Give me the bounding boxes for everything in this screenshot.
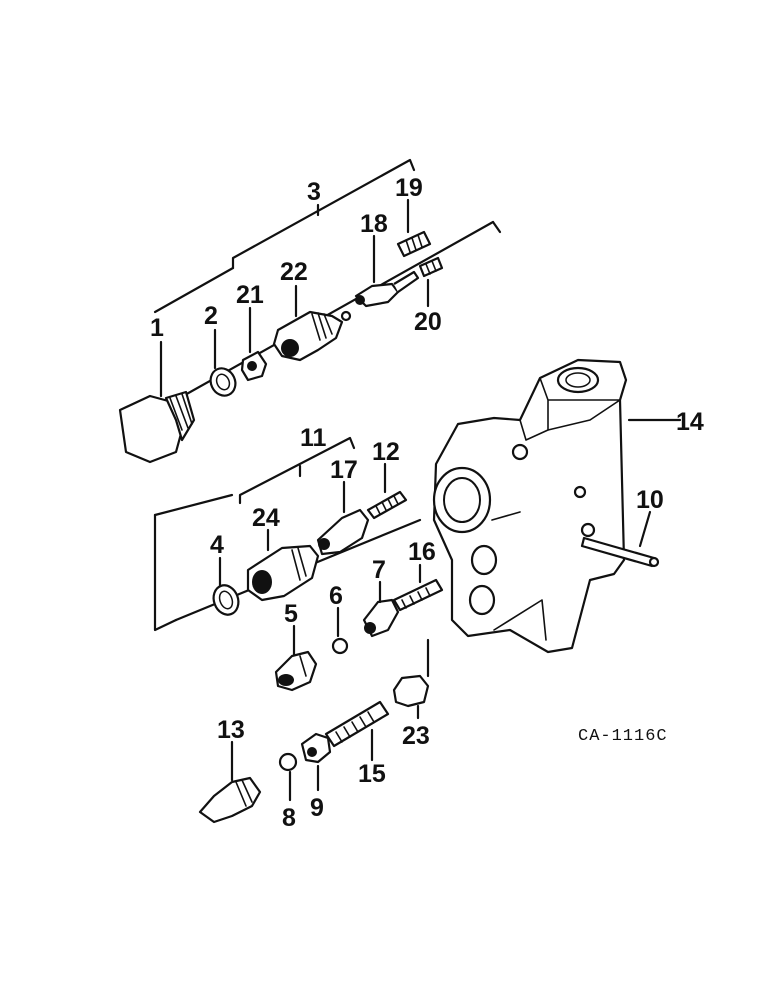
part-valve-body-14 xyxy=(432,358,628,654)
callout-19: 19 xyxy=(395,174,423,202)
part-fitting-13 xyxy=(198,776,262,824)
callout-23: 23 xyxy=(402,722,430,750)
callout-8: 8 xyxy=(282,804,296,832)
callout-12: 12 xyxy=(372,438,400,466)
part-plug-1 xyxy=(118,390,196,464)
callout-24: 24 xyxy=(252,504,280,532)
callout-13: 13 xyxy=(217,716,245,744)
callout-21: 21 xyxy=(236,281,264,309)
callout-15: 15 xyxy=(358,760,386,788)
callout-14: 14 xyxy=(676,408,704,436)
part-ring-6 xyxy=(331,637,349,655)
group-bracket-3 xyxy=(153,158,502,402)
callout-18: 18 xyxy=(360,210,388,238)
callout-3: 3 xyxy=(307,178,321,206)
part-o-ring-2 xyxy=(209,367,237,397)
callout-22: 22 xyxy=(280,258,308,286)
part-cap-7 xyxy=(362,598,400,638)
callout-10: 10 xyxy=(636,486,664,514)
part-o-ring-4 xyxy=(212,584,240,616)
part-spool-17 xyxy=(316,508,370,556)
part-spring-12 xyxy=(366,490,408,520)
part-20 xyxy=(418,256,444,278)
part-21 xyxy=(240,350,268,382)
diagram-code: CA-1116C xyxy=(578,727,668,746)
callout-2: 2 xyxy=(204,302,218,330)
part-19 xyxy=(396,230,432,258)
callout-17: 17 xyxy=(330,456,358,484)
part-pin-10 xyxy=(580,536,660,568)
callouts: 1 2 3 4 5 6 7 8 9 10 11 12 13 14 15 16 1… xyxy=(150,174,704,832)
callout-1: 1 xyxy=(150,314,164,342)
callout-7: 7 xyxy=(372,556,386,584)
part-spring-15 xyxy=(324,700,390,748)
part-ring-8 xyxy=(278,752,298,772)
callout-4: 4 xyxy=(210,531,224,559)
part-fitting-5 xyxy=(274,650,318,692)
part-poppet-22 xyxy=(272,310,352,362)
part-sleeve-23 xyxy=(392,674,430,708)
part-spring-16 xyxy=(392,578,444,612)
callout-16: 16 xyxy=(408,538,436,566)
part-retainer-9 xyxy=(300,732,332,764)
callout-9: 9 xyxy=(310,794,324,822)
callout-20: 20 xyxy=(414,308,442,336)
callout-6: 6 xyxy=(329,582,343,610)
part-pin-18 xyxy=(354,270,420,308)
callout-11: 11 xyxy=(300,424,327,452)
leader-lines xyxy=(159,198,682,802)
callout-5: 5 xyxy=(284,600,298,628)
part-valve-24 xyxy=(246,544,320,602)
